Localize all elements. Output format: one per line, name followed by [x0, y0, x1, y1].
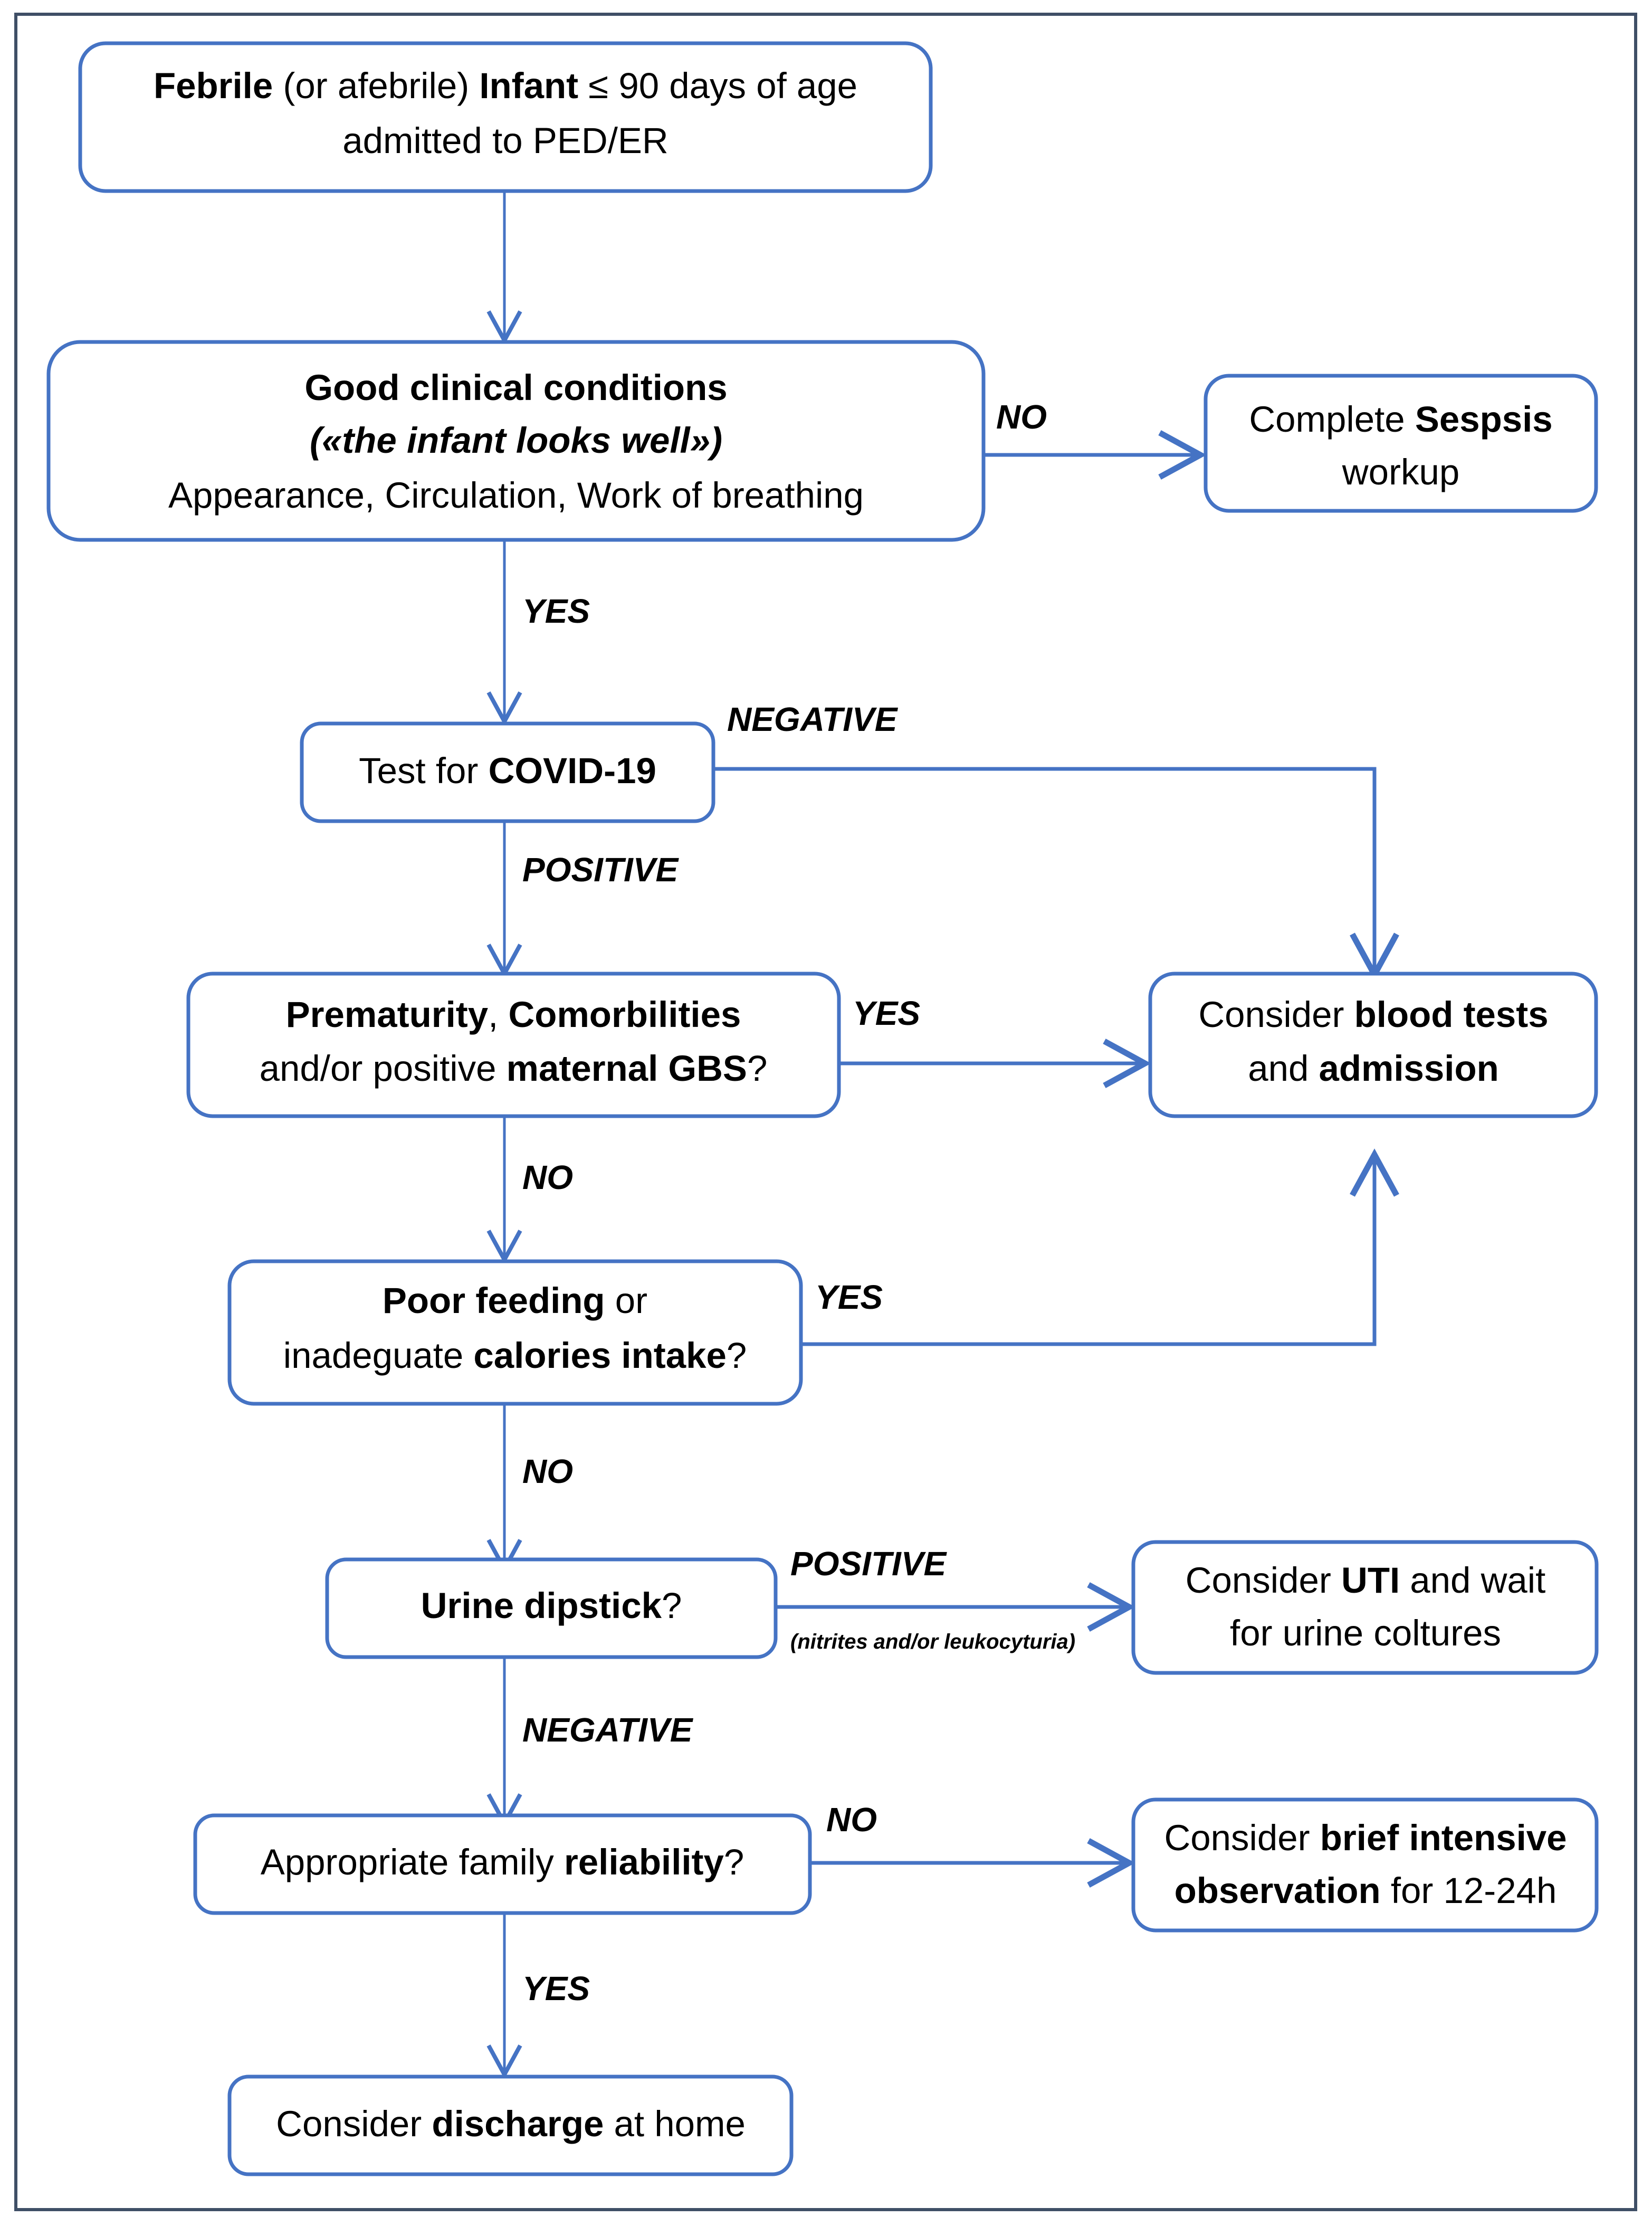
edge-label-poorfeeding-yes: YES: [815, 1278, 883, 1316]
node-family-reliability-box[interactable]: [193, 1813, 812, 1915]
node-start[interactable]: Febrile (or afebrile) Infant ≤ 90 days o…: [78, 41, 933, 193]
edge-label-covid-negative: NEGATIVE: [727, 700, 899, 738]
edge-label-conditions-yes: YES: [522, 592, 590, 630]
node-conditions-line3: Appearance, Circulation, Work of breathi…: [168, 475, 864, 516]
node-discharge-box[interactable]: [227, 2075, 794, 2176]
node-brief-observation-box[interactable]: [1131, 1797, 1599, 1933]
node-conditions-line2: («the infant looks well»): [310, 420, 722, 461]
node-good-clinical-conditions-box[interactable]: [46, 340, 986, 542]
node-poor-feeding-box[interactable]: [227, 1259, 803, 1406]
edge-label-prematurity-no: NO: [522, 1158, 573, 1196]
node-dipstick-line1: Urine dipstick?: [421, 1585, 682, 1626]
edge-label-reliability-no: NO: [826, 1801, 877, 1839]
edge-label-covid-positive: POSITIVE: [522, 851, 680, 889]
node-observation-line1: Consider brief intensive: [1164, 1818, 1567, 1858]
edge-label-prematurity-yes: YES: [853, 994, 920, 1032]
node-prematurity-line2: and/or positive maternal GBS?: [260, 1048, 768, 1089]
node-bloodtests-line1: Consider blood tests: [1198, 994, 1548, 1035]
node-uti[interactable]: Consider UTI and wait for urine coltures: [1131, 1540, 1599, 1675]
node-poorfeeding-line1: Poor feeding or: [383, 1280, 647, 1321]
node-urine-dipstick[interactable]: Urine dipstick?: [325, 1557, 778, 1659]
node-covid-line1: Test for COVID-19: [359, 750, 656, 791]
node-start-line2: admitted to PED/ER: [342, 120, 668, 161]
node-poor-feeding[interactable]: Poor feeding or inadeguate calories inta…: [227, 1259, 803, 1406]
connector-poorfeeding-yes-to-bloodtests: [798, 1148, 1399, 1346]
node-covid-test-box[interactable]: [300, 721, 715, 823]
node-start-box[interactable]: [78, 41, 933, 193]
connector-covid-negative-to-bloodtests: [713, 767, 1399, 981]
node-reliability-line1: Appropriate family reliability?: [261, 1842, 744, 1882]
node-blood-tests[interactable]: Consider blood tests and admission: [1148, 972, 1598, 1118]
node-start-line1: Febrile (or afebrile) Infant ≤ 90 days o…: [154, 65, 857, 106]
node-prematurity[interactable]: Prematurity, Comorbilities and/or positi…: [186, 972, 841, 1118]
node-blood-tests-box[interactable]: [1148, 972, 1598, 1118]
node-family-reliability[interactable]: Appropriate family reliability?: [193, 1813, 812, 1915]
node-uti-box[interactable]: [1131, 1540, 1599, 1675]
edge-label-dipstick-positive-sub: (nitrites and/or leukocyturia): [790, 1630, 1075, 1653]
node-observation-line2: observation for 12-24h: [1174, 1870, 1557, 1911]
node-sepsis-line1: Complete Sespsis: [1249, 399, 1552, 440]
node-urine-dipstick-box[interactable]: [325, 1557, 778, 1659]
node-brief-observation[interactable]: Consider brief intensive observation for…: [1131, 1797, 1599, 1933]
node-poorfeeding-line2: inadeguate calories intake?: [283, 1335, 747, 1376]
node-discharge[interactable]: Consider discharge at home: [227, 2075, 794, 2176]
node-discharge-line1: Consider discharge at home: [276, 2104, 746, 2144]
node-prematurity-line1: Prematurity, Comorbilities: [286, 994, 741, 1035]
edge-label-conditions-no: NO: [996, 398, 1047, 436]
node-uti-line2: for urine coltures: [1230, 1613, 1501, 1653]
node-sepsis-workup-box[interactable]: [1204, 374, 1598, 513]
edge-label-poorfeeding-no: NO: [522, 1452, 573, 1490]
node-sepsis-line2: workup: [1342, 452, 1459, 492]
edge-label-dipstick-positive: POSITIVE: [790, 1545, 948, 1583]
node-bloodtests-line2: and admission: [1248, 1048, 1499, 1089]
node-sepsis-workup[interactable]: Complete Sespsis workup: [1204, 374, 1598, 513]
node-uti-line1: Consider UTI and wait: [1186, 1560, 1546, 1601]
node-covid-test[interactable]: Test for COVID-19: [300, 721, 715, 823]
node-prematurity-box[interactable]: [186, 972, 841, 1118]
node-conditions-line1: Good clinical conditions: [304, 367, 727, 408]
edge-label-reliability-yes: YES: [522, 1969, 590, 2007]
node-good-clinical-conditions[interactable]: Good clinical conditions («the infant lo…: [46, 340, 986, 542]
edge-label-dipstick-negative: NEGATIVE: [522, 1711, 694, 1749]
